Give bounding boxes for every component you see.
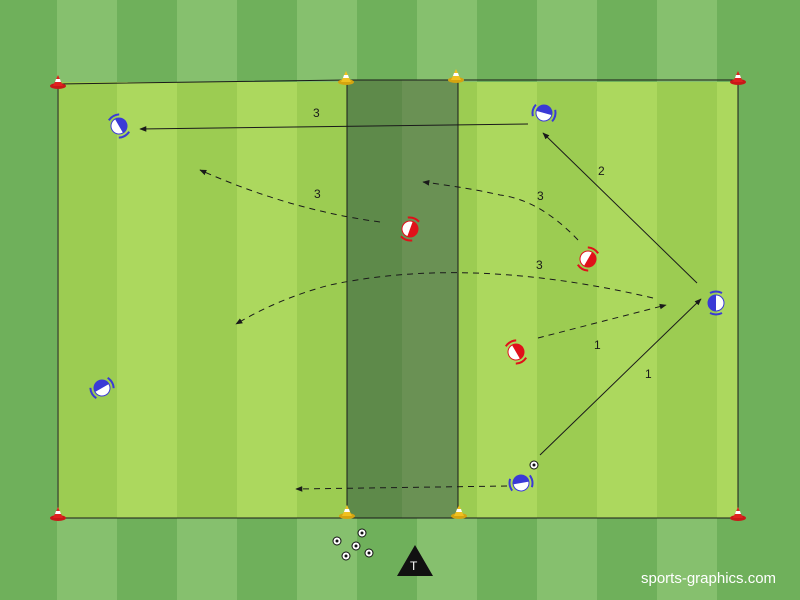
pass-1-diagonal [539, 298, 702, 456]
label-run-attack-top: 3 [313, 106, 320, 120]
watermark: sports-graphics.com [641, 570, 776, 587]
balls [332, 460, 539, 561]
cone-yellow-icon [448, 69, 464, 83]
ball-icon [351, 541, 361, 551]
label-run-mid-left: 3 [314, 187, 321, 201]
ball-icon [341, 551, 351, 561]
label-run-mid-right: 3 [537, 189, 544, 203]
cone-red-icon [50, 507, 66, 521]
playing-field [58, 82, 738, 518]
player-blue-icon [707, 290, 725, 316]
run-left-mid [199, 169, 381, 223]
team-red [400, 216, 600, 365]
cone-yellow-icon [451, 505, 467, 519]
cone-yellow-icon [338, 71, 354, 85]
ball-icon [529, 460, 539, 470]
run-red-forward [537, 303, 667, 339]
player-blue-icon [89, 376, 115, 400]
pass-top [139, 123, 529, 132]
coach-triangle-icon: T [397, 545, 433, 576]
cone-red-icon [50, 75, 66, 89]
cone-red-icon [730, 71, 746, 85]
player-red-icon [576, 246, 600, 272]
cone-yellow-icon [339, 505, 355, 519]
label-pass-2: 2 [598, 164, 605, 178]
run-long-curve [235, 272, 654, 325]
ball-icon [364, 548, 374, 558]
ball-icon [357, 528, 367, 538]
player-red-icon [400, 216, 420, 242]
player-blue-icon [531, 103, 557, 123]
label-pass-1: 1 [645, 367, 652, 381]
player-red-icon [504, 339, 528, 365]
label-run-long-curve: 3 [536, 258, 543, 272]
cone-red-icon [730, 507, 746, 521]
run-lines [199, 169, 667, 492]
dribble-bottom [295, 485, 508, 492]
pass-2 [542, 132, 698, 284]
cones [50, 69, 746, 521]
label-run-1: 1 [594, 338, 601, 352]
pass-lines [139, 123, 702, 456]
player-blue-icon [508, 474, 534, 492]
run-right-mid [422, 180, 579, 241]
coach-letter: T [410, 559, 418, 573]
ball-icon [332, 536, 342, 546]
player-blue-icon [107, 113, 131, 139]
team-blue [89, 103, 725, 492]
neutral-zone-stripe [402, 80, 458, 518]
